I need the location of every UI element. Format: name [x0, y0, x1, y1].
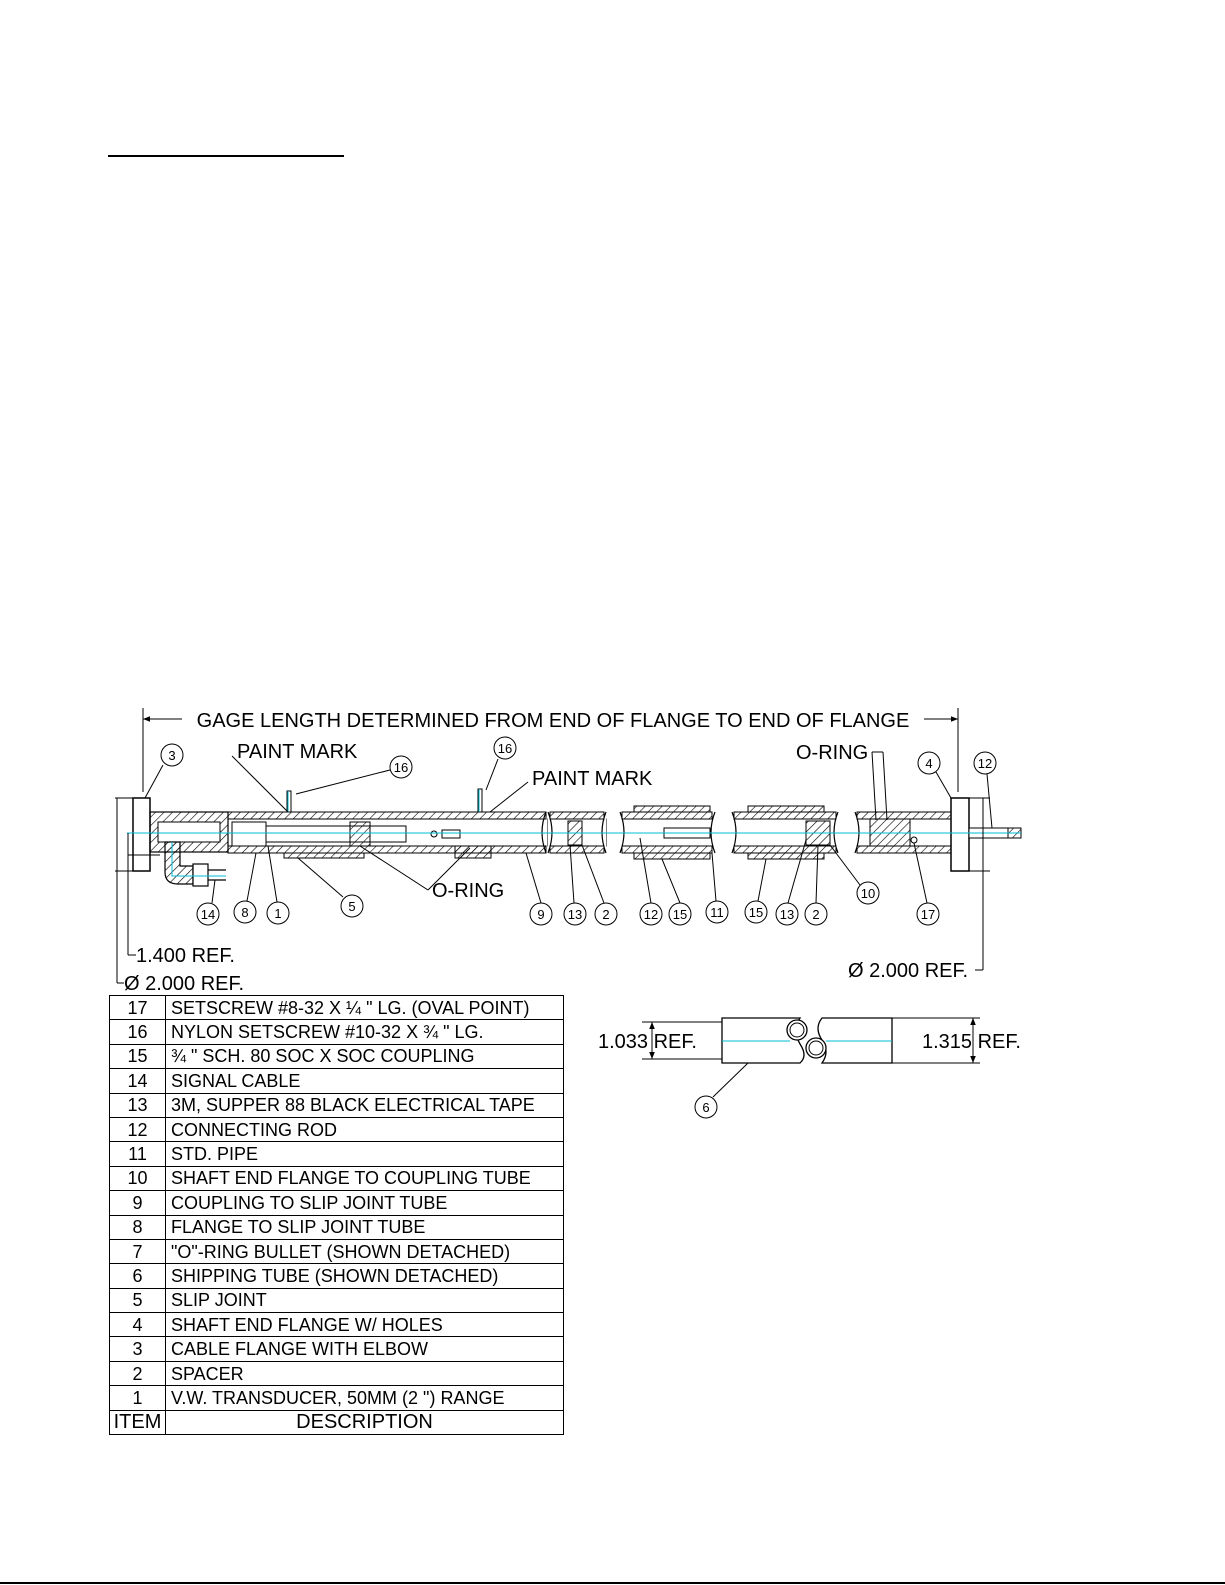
- bom-item-description: ¾ " SCH. 80 SOC X SOC COUPLING: [165, 1043, 564, 1070]
- gage-length-dimension: GAGE LENGTH DETERMINED FROM END OF FLANG…: [142, 708, 959, 792]
- bom-item-number: 17: [109, 994, 166, 1021]
- balloon-8: 8: [241, 905, 248, 920]
- bom-item-description: 3M, SUPPER 88 BLACK ELECTRICAL TAPE: [165, 1092, 564, 1118]
- bom-item-number: 7: [109, 1238, 166, 1265]
- balloon-16-a: 16: [394, 760, 408, 775]
- signal-cable-elbow: [164, 841, 226, 887]
- bom-item-description: FLANGE TO SLIP JOINT TUBE: [165, 1214, 564, 1240]
- dim-2000-right-label: Ø 2.000 REF.: [848, 960, 968, 982]
- dim-1400-label: 1.400 REF.: [136, 945, 235, 967]
- bom-header-description: DESCRIPTION: [165, 1409, 564, 1436]
- bom-item-number: 12: [109, 1116, 166, 1143]
- bom-item-description: SLIP JOINT: [165, 1287, 564, 1314]
- balloon-13-b: 13: [780, 907, 794, 922]
- bom-item-description: CABLE FLANGE WITH ELBOW: [165, 1336, 564, 1362]
- bom-item-number: 14: [109, 1068, 166, 1094]
- bom-item-number: 11: [109, 1141, 166, 1167]
- balloon-16-b: 16: [498, 741, 512, 756]
- bom-item-number: 1: [109, 1385, 166, 1411]
- bom-item-number: 3: [109, 1336, 166, 1362]
- left-dimensions: 1.400 REF. Ø 2.000 REF.: [115, 797, 244, 995]
- balloon-5: 5: [348, 899, 355, 914]
- balloon-1: 1: [274, 906, 281, 921]
- bom-item-number: 16: [109, 1019, 166, 1045]
- bom-item-description: SETSCREW #8-32 X ¼ " LG. (OVAL POINT): [165, 994, 564, 1021]
- bom-item-number: 2: [109, 1360, 166, 1387]
- bom-item-description: SPACER: [165, 1360, 564, 1387]
- bom-item-description: SIGNAL CABLE: [165, 1068, 564, 1094]
- o-ring-label-a: O-RING: [432, 880, 504, 902]
- dim-1033-label: 1.033 REF.: [598, 1031, 697, 1053]
- bom-item-description: "O"-RING BULLET (SHOWN DETACHED): [165, 1238, 564, 1265]
- page-bottom-rule: [0, 1582, 1225, 1584]
- bom-item-number: 10: [109, 1165, 166, 1192]
- balloon-12-top: 12: [978, 756, 992, 771]
- paint-mark-label-b: PAINT MARK: [532, 768, 653, 790]
- balloon-2-b: 2: [812, 907, 819, 922]
- balloon-13-a: 13: [568, 907, 582, 922]
- bom-row: 7"O"-RING BULLET (SHOWN DETACHED): [109, 1238, 564, 1265]
- bom-header-item: ITEM: [109, 1409, 166, 1436]
- bom-item-number: 5: [109, 1287, 166, 1314]
- item-balloons: 3 16 16 4 12 14 8 1 5 9 13 2: [144, 736, 997, 926]
- balloon-2-a: 2: [602, 907, 609, 922]
- slip-joint-tube: [227, 788, 547, 859]
- centerline: [127, 789, 1021, 834]
- paint-mark-label-a: PAINT MARK: [237, 741, 358, 763]
- balloon-4: 4: [925, 756, 932, 771]
- bom-item-number: 8: [109, 1214, 166, 1240]
- bom-item-description: COUPLING TO SLIP JOINT TUBE: [165, 1190, 564, 1216]
- bom-item-number: 9: [109, 1190, 166, 1216]
- bom-item-number: 15: [109, 1043, 166, 1070]
- shaft-end-flange-assembly: [854, 797, 1022, 872]
- balloon-6: 6: [702, 1100, 709, 1115]
- dim-1315-label: 1.315 REF.: [922, 1031, 1021, 1053]
- bom-item-description: SHIPPING TUBE (SHOWN DETACHED): [165, 1263, 564, 1289]
- bom-item-description: NYLON SETSCREW #10-32 X ¾ " LG.: [165, 1019, 564, 1045]
- bom-item-description: SHAFT END FLANGE TO COUPLING TUBE: [165, 1165, 564, 1192]
- balloon-15-b: 15: [749, 905, 763, 920]
- balloon-12-b: 12: [644, 907, 658, 922]
- balloon-17: 17: [921, 907, 935, 922]
- bom-item-description: STD. PIPE: [165, 1141, 564, 1167]
- bom-item-description: CONNECTING ROD: [165, 1116, 564, 1143]
- dim-2000-left-label: Ø 2.000 REF.: [124, 973, 244, 995]
- right-dimensions: Ø 2.000 REF.: [848, 797, 990, 982]
- bom-item-description: SHAFT END FLANGE W/ HOLES: [165, 1312, 564, 1338]
- balloon-3: 3: [168, 748, 175, 763]
- bom-item-number: 4: [109, 1312, 166, 1338]
- balloon-11: 11: [710, 905, 724, 920]
- balloon-9: 9: [537, 907, 544, 922]
- balloon-14: 14: [201, 907, 215, 922]
- shipping-tube-detail: 1.033 REF. 1.315 REF. 6: [598, 1017, 1021, 1119]
- balloon-15-a: 15: [673, 907, 687, 922]
- balloon-10: 10: [861, 886, 875, 901]
- heading-underline: [108, 155, 344, 157]
- cable-flange: [132, 797, 229, 872]
- o-ring-label-b: O-RING: [796, 742, 868, 764]
- bom-item-number: 6: [109, 1263, 166, 1289]
- bom-item-description: V.W. TRANSDUCER, 50MM (2 ") RANGE: [165, 1385, 564, 1411]
- bom-item-number: 13: [109, 1092, 166, 1118]
- gage-length-label: GAGE LENGTH DETERMINED FROM END OF FLANG…: [197, 710, 910, 732]
